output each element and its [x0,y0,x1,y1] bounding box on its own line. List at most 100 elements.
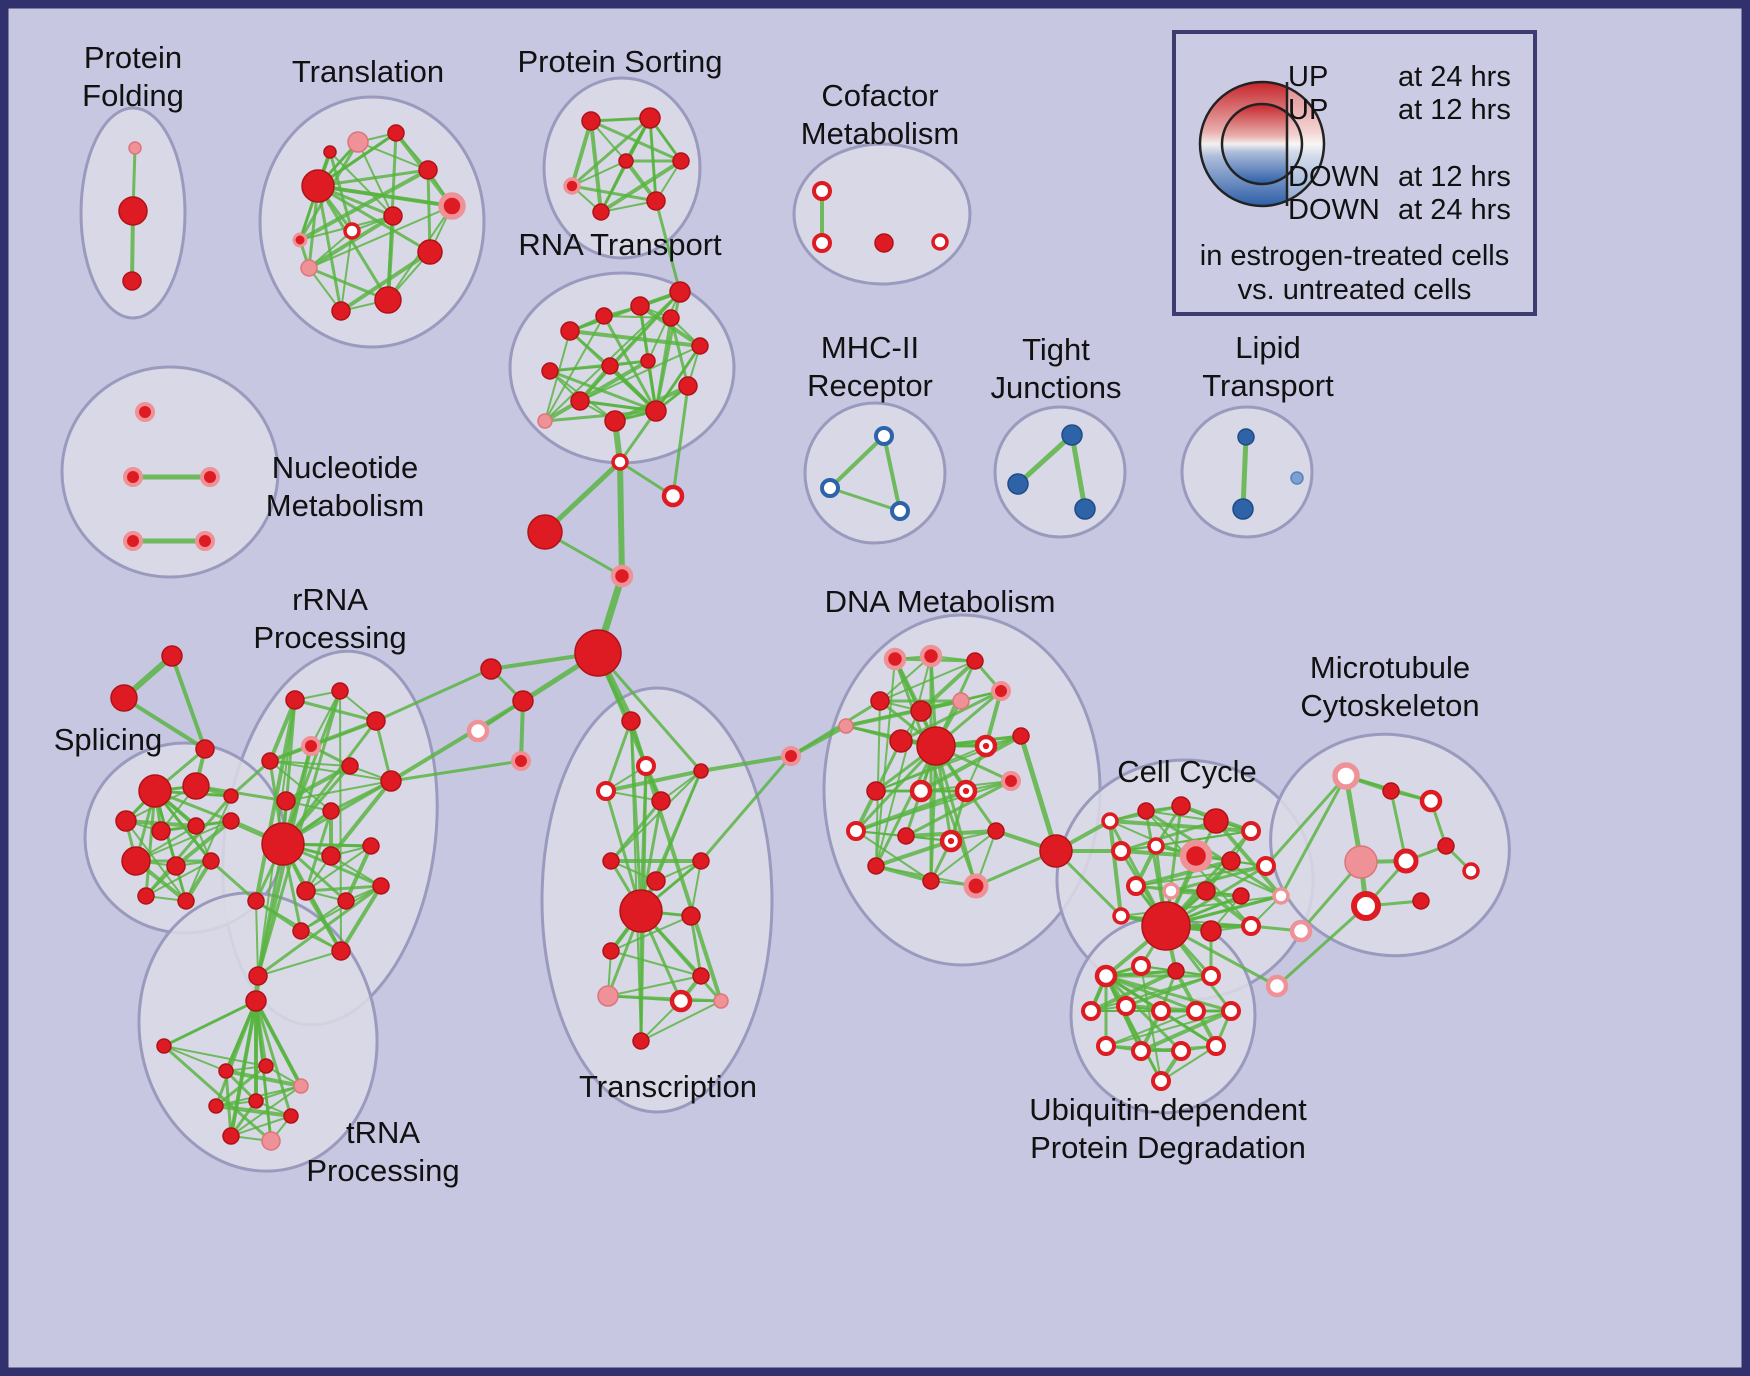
network-edge [162,999,258,1048]
gene-node [1126,876,1146,896]
cluster-label-nucleotide: Metabolism [266,488,425,523]
network-edge [304,884,383,893]
cluster-label-microtubule: Microtubule [1310,650,1470,685]
gene-node [812,233,832,253]
gene-node [596,781,616,801]
gene-node [156,1038,172,1054]
network-edge [648,116,658,203]
gene-node [1039,834,1073,868]
network-edge [639,764,648,913]
gene-node [632,1032,650,1050]
gene-node [347,131,369,153]
gene-node [261,822,305,866]
gene-node [248,966,268,986]
gene-node [1094,964,1118,988]
gene-node [713,993,729,1009]
gene-node [931,233,949,251]
network-edge [1275,904,1368,988]
gene-node [597,985,619,1007]
network-edge [281,719,378,846]
gene-node [867,857,885,875]
gene-node [372,877,390,895]
network-edge [904,779,1013,838]
gene-node [1131,1041,1151,1061]
gene-node [651,791,671,811]
gene-node [1061,424,1083,446]
gene-node [1232,498,1254,520]
gene-node [123,531,143,551]
network-edge [316,184,454,208]
gene-node [512,690,534,712]
network-edge [316,184,343,313]
network-edge [874,744,938,868]
gene-node-core [962,787,970,795]
gene-node [1221,851,1241,871]
cluster-label-ubiquitin: Protein Degradation [1030,1130,1306,1165]
network-edge [255,1085,302,1102]
cluster-label-rrna: Processing [253,620,406,655]
cluster-ellipse-tight [993,405,1127,539]
legend-down-24-label: DOWN [1288,194,1380,226]
network-edge [647,291,681,362]
gene-node [897,827,915,845]
gene-node [1116,996,1136,1016]
gene-node [283,1108,299,1124]
gene-node [601,357,619,375]
gene-node [781,746,801,766]
gene-node [602,852,620,870]
gene-node [537,413,553,429]
legend-box: UP at 24 hrs UP at 12 hrs DOWN at 12 hrs… [1172,30,1537,316]
network-edge [579,345,701,402]
network-edge [602,314,658,413]
gene-node [511,751,531,771]
cluster-label-cofactor: Cofactor [821,78,938,113]
network-edge [570,184,658,203]
gene-node [135,402,155,422]
cluster-label-protein-sorting: Protein Sorting [517,44,722,79]
gene-node [611,453,629,471]
network-edge [789,699,882,758]
network-edge [308,205,453,269]
gene-node [247,892,265,910]
network-edge [629,719,643,913]
gene-node [922,872,940,890]
network-edge [285,780,392,802]
network-edge [1018,733,1059,854]
network-edge [610,770,702,862]
gene-node [218,1063,234,1079]
network-edge [1015,432,1075,487]
network-edge [256,842,285,978]
network-edge [144,789,157,898]
network-edge [874,839,953,868]
gene-node [1344,845,1378,879]
network-edge [548,369,658,413]
cluster-label-mhc: Receptor [807,368,933,403]
legend-up-24-label: UP [1288,61,1329,93]
gene-node [115,810,137,832]
gene-node [195,739,215,759]
gene-node [121,846,151,876]
gene-node [630,296,650,316]
gene-node [1111,841,1131,861]
network-edge [163,1045,227,1072]
gene-node [1382,782,1400,800]
network-edge [316,184,432,254]
gene-node [366,711,386,731]
network-edge [699,754,793,863]
gene-node [1196,881,1216,901]
gene-node [570,391,590,411]
cluster-label-dna: DNA Metabolism [825,584,1056,619]
network-edge [1279,774,1348,898]
gene-node [883,647,907,671]
gene-node [331,301,351,321]
gene-node [480,658,502,680]
gene-node [604,410,626,432]
network-edge [389,699,525,783]
gene-node [1232,887,1250,905]
network-edge [640,1000,722,1042]
cluster-label-microtubule: Cytoskeleton [1300,688,1479,723]
gene-node [812,181,832,201]
network-edge [174,819,233,868]
network-edge [257,950,342,977]
gene-node [223,788,239,804]
